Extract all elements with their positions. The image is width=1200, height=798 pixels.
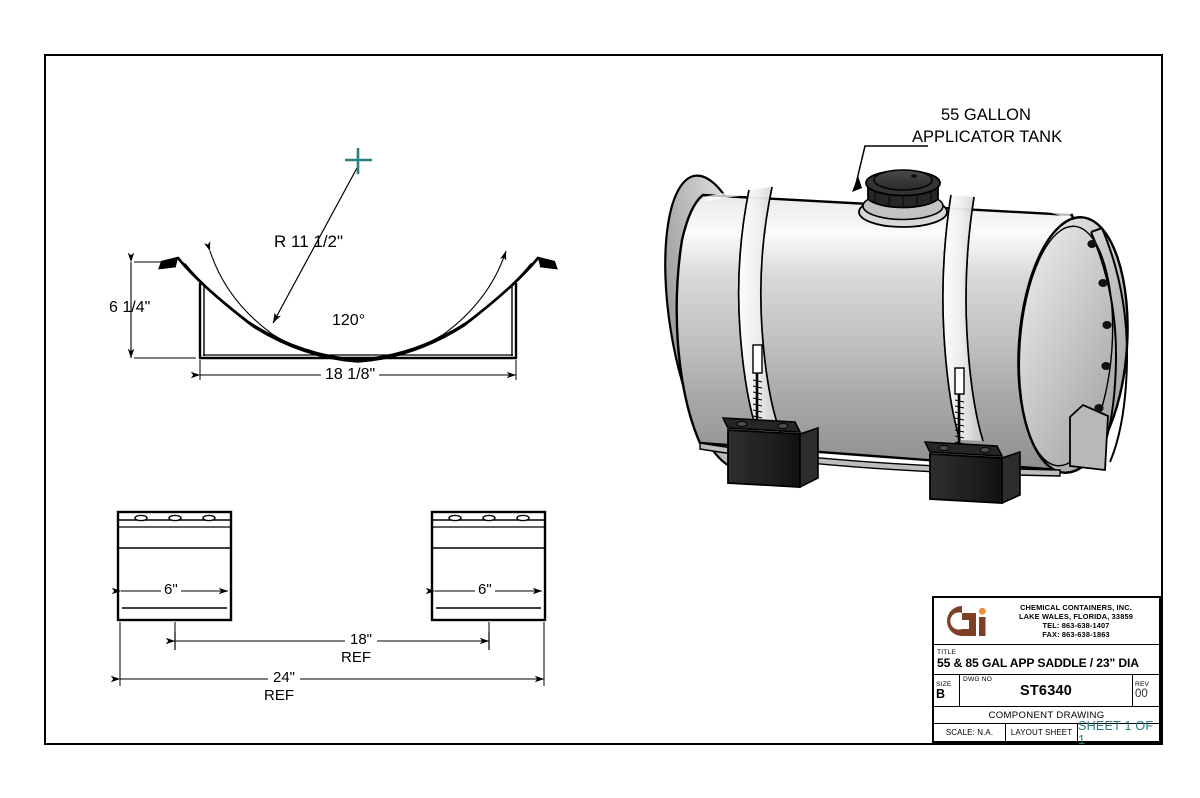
rev-value: 00 bbox=[1135, 688, 1148, 700]
company-address: CHEMICAL CONTAINERS, INC. LAKE WALES, FL… bbox=[996, 603, 1159, 640]
size-cell: SIZE B bbox=[934, 675, 960, 706]
company-tel: TEL: 863-638-1407 bbox=[1042, 621, 1110, 630]
size-value: B bbox=[936, 686, 946, 701]
angle-dimension-label: 120° bbox=[332, 312, 366, 329]
size-label: SIZE bbox=[936, 680, 952, 688]
height-dimension-label: 6 1/4" bbox=[109, 299, 151, 316]
outer-span-label: 24" bbox=[268, 669, 301, 686]
width-dimension-label: 18 1/8" bbox=[321, 366, 380, 384]
scale-value: SCALE: N.A. bbox=[934, 724, 1006, 741]
rev-label: REV bbox=[1135, 681, 1150, 688]
component-drawing-label: COMPONENT DRAWING bbox=[988, 709, 1105, 721]
company-logo bbox=[934, 598, 996, 644]
sheet-number: SHEET 1 OF 1 bbox=[1078, 718, 1154, 747]
title-label: TITLE bbox=[937, 649, 956, 656]
tank-callout-line1: 55 GALLON bbox=[941, 106, 1031, 124]
layout-sheet-label: LAYOUT SHEET bbox=[1006, 724, 1078, 741]
tank-callout-line2: APPLICATOR TANK bbox=[912, 128, 1063, 146]
rev-cell: REV 00 bbox=[1133, 675, 1159, 706]
foot-left-width-label: 6" bbox=[161, 581, 181, 598]
foot-right-width-label: 6" bbox=[475, 581, 495, 598]
title-block-component-row: COMPONENT DRAWING bbox=[934, 707, 1159, 724]
inner-span-ref-label: REF bbox=[341, 649, 371, 666]
company-fax: FAX: 863-638-1863 bbox=[1042, 630, 1110, 640]
dwg-no-label: DWG NO bbox=[963, 676, 993, 683]
outer-span-ref-label: REF bbox=[264, 687, 294, 704]
title-block-footer-row: SCALE: N.A. LAYOUT SHEET SHEET 1 OF 1 bbox=[934, 718, 1159, 747]
title-block-title-row: TITLE 55 & 85 GAL APP SADDLE / 23" DIA bbox=[934, 645, 1159, 675]
inner-span-label: 18" bbox=[345, 631, 378, 648]
title-block-dwg-row: SIZE B DWG NO ST6340 REV 00 bbox=[934, 675, 1159, 707]
company-city: LAKE WALES, FLORIDA, 33859 bbox=[1019, 611, 1133, 621]
radius-dimension-label: R 11 1/2" bbox=[274, 232, 344, 251]
title-block: CHEMICAL CONTAINERS, INC. LAKE WALES, FL… bbox=[932, 596, 1161, 747]
dwg-no-value: ST6340 bbox=[1020, 682, 1072, 699]
dwg-no-cell: DWG NO ST6340 bbox=[960, 675, 1133, 706]
drawing-border bbox=[44, 54, 1163, 745]
cci-logo-icon bbox=[947, 606, 986, 636]
company-name: CHEMICAL CONTAINERS, INC. bbox=[1020, 602, 1132, 612]
drawing-title: 55 & 85 GAL APP SADDLE / 23" DIA bbox=[937, 656, 1139, 670]
title-block-company-row: CHEMICAL CONTAINERS, INC. LAKE WALES, FL… bbox=[934, 598, 1159, 645]
